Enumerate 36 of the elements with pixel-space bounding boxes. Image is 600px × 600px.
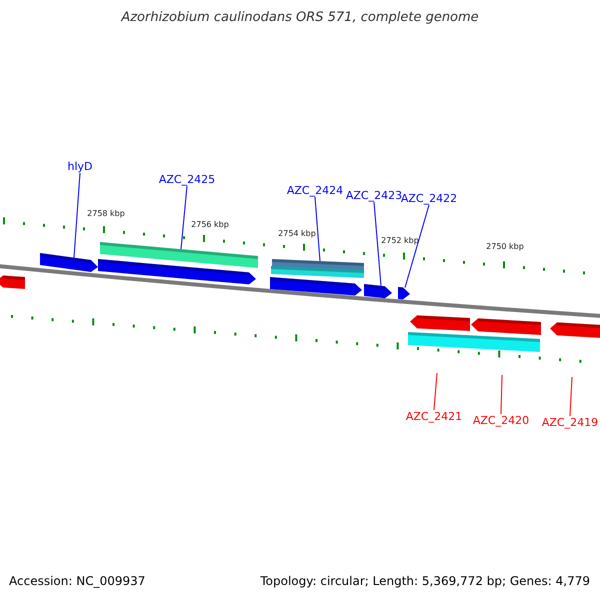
leader-line (74, 172, 80, 258)
leader-line (180, 186, 188, 250)
feature-bar (271, 266, 364, 278)
genome-summary: Topology: circular; Length: 5,369,772 bp; Genes: 4,779 (260, 574, 590, 588)
scale-label: 2750 kbp (486, 242, 524, 251)
leader-line (404, 204, 430, 288)
gene-block (410, 315, 470, 331)
leader-line (570, 376, 572, 416)
gene-block (40, 253, 98, 273)
leader-line (434, 372, 438, 410)
scale-label: 2754 kbp (278, 229, 316, 238)
gene-block (0, 275, 25, 289)
gene-block (364, 284, 392, 299)
scale-label: 2756 kbp (191, 220, 229, 229)
gene-label: AZC_2420 (472, 414, 530, 427)
gene-label: AZC_2422 (400, 192, 458, 205)
scale-label: 2758 kbp (87, 209, 125, 218)
diagram-title: Azorhizobium caulinodans ORS 571, complete genome (121, 10, 479, 25)
feature-bar (272, 259, 364, 271)
scale-label: 2752 kbp (381, 236, 419, 245)
accession-text: Accession: NC_009937 (9, 574, 146, 588)
gene-label: AZC_2425 (158, 173, 216, 186)
gene-label: AZC_2421 (406, 410, 462, 423)
feature-bar (100, 242, 258, 268)
leader-line (374, 202, 382, 286)
gene-label: AZC_2419 (542, 416, 598, 429)
leader-line (314, 196, 320, 262)
gene-label: AZC_2423 (346, 189, 402, 202)
gene-label: AZC_2424 (286, 184, 344, 197)
gene-block (471, 318, 541, 335)
gene-block (270, 277, 362, 296)
feature-bar (408, 332, 540, 352)
gene-label: hlyD (68, 160, 92, 173)
leader-line (500, 374, 502, 414)
gene-block (550, 322, 600, 338)
gene-block (398, 287, 410, 300)
